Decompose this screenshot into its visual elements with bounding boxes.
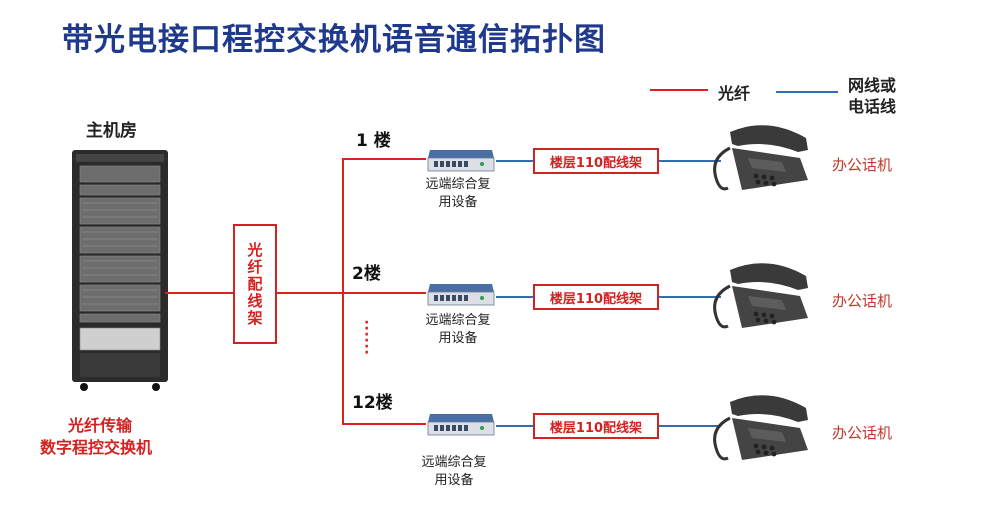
optical-distribution-frame: 光纤配线架: [233, 224, 277, 344]
device-label-floor-1: 远端综合复 用设备: [425, 177, 491, 210]
page-title: 带光电接口程控交换机语音通信拓扑图: [62, 22, 606, 58]
fiber-branch-floor-12: [342, 423, 426, 425]
phone-label-floor-2: 办公话机: [832, 292, 893, 310]
floor-ellipsis: ······: [364, 315, 370, 361]
legend-fiber-line: [650, 89, 708, 91]
mdf-floor-2: 楼层110配线架: [533, 284, 659, 310]
floor-label-12: 12楼: [352, 393, 393, 413]
legend-copper-label-2: 电话线: [848, 97, 897, 116]
telephone-icon: [708, 388, 812, 468]
network-device-icon: [424, 148, 496, 174]
odf-label: 光纤配线架: [245, 241, 264, 327]
switch-caption-1: 光纤传输: [68, 416, 133, 435]
phone-label-floor-12: 办公话机: [832, 424, 893, 442]
network-device-icon: [424, 282, 496, 308]
legend-copper-line: [776, 91, 838, 93]
device-label-floor-2: 远端综合复 用设备: [425, 313, 491, 346]
copper-line-floor-2b: [659, 296, 721, 298]
fiber-rack-odf: [165, 292, 234, 294]
legend-fiber-label: 光纤: [718, 84, 751, 103]
telephone-icon: [708, 118, 812, 198]
copper-line-floor-12a: [496, 425, 533, 427]
machine-room-label: 主机房: [86, 121, 137, 141]
switch-caption-2: 数字程控交换机: [40, 438, 153, 457]
copper-line-floor-1a: [496, 160, 533, 162]
server-rack-icon: [70, 148, 170, 393]
fiber-branch-floor-2: [342, 292, 426, 294]
network-device-icon: [424, 412, 496, 438]
copper-line-floor-1b: [659, 160, 721, 162]
mdf-floor-1: 楼层110配线架: [533, 148, 659, 174]
fiber-trunk-vertical: [342, 158, 344, 424]
fiber-branch-floor-1: [342, 158, 426, 160]
copper-line-floor-12b: [659, 425, 721, 427]
floor-label-2: 2楼: [352, 264, 381, 284]
mdf-floor-12: 楼层110配线架: [533, 413, 659, 439]
legend-copper-label-1: 网线或: [848, 76, 897, 95]
phone-label-floor-1: 办公话机: [832, 156, 893, 174]
fiber-odf-trunk: [277, 292, 343, 294]
floor-label-1: 1 楼: [356, 131, 391, 151]
copper-line-floor-2a: [496, 296, 533, 298]
device-label-floor-12: 远端综合复 用设备: [421, 455, 487, 488]
telephone-icon: [708, 256, 812, 336]
